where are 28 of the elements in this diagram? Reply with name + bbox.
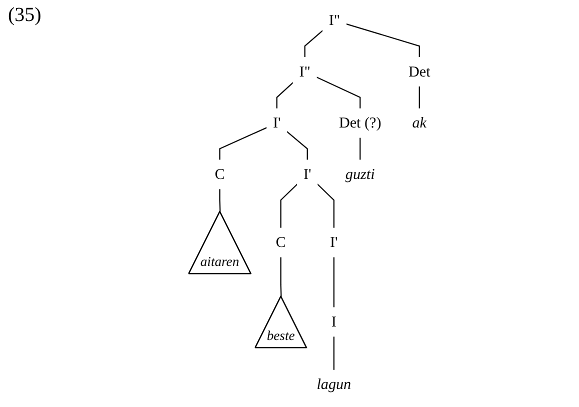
connector [333, 256, 334, 308]
node-text: I" [299, 63, 310, 80]
node-text: Det (?) [338, 114, 382, 132]
connector [276, 82, 294, 109]
connector [219, 127, 268, 160]
node-text: Det [408, 63, 430, 80]
connector [316, 184, 334, 228]
connector [346, 23, 420, 58]
connector [418, 86, 420, 109]
node-text: I' [272, 114, 281, 132]
connector [360, 137, 361, 160]
connector [286, 131, 308, 160]
connector [219, 188, 221, 212]
node-text: C [276, 234, 286, 251]
node-text: guzti [345, 166, 375, 183]
connector [333, 336, 334, 370]
example-number: (35) [8, 4, 42, 26]
node-text: I' [303, 166, 312, 183]
connector [304, 30, 324, 58]
node-text: lagun [316, 376, 352, 393]
node-text: I" [328, 12, 340, 29]
connector [280, 184, 298, 228]
node-text: I [331, 314, 336, 330]
node-text: I' [330, 234, 338, 251]
node-text: ak [412, 114, 427, 132]
connector [316, 76, 361, 109]
connector [280, 256, 282, 297]
node-text: C [214, 166, 225, 183]
